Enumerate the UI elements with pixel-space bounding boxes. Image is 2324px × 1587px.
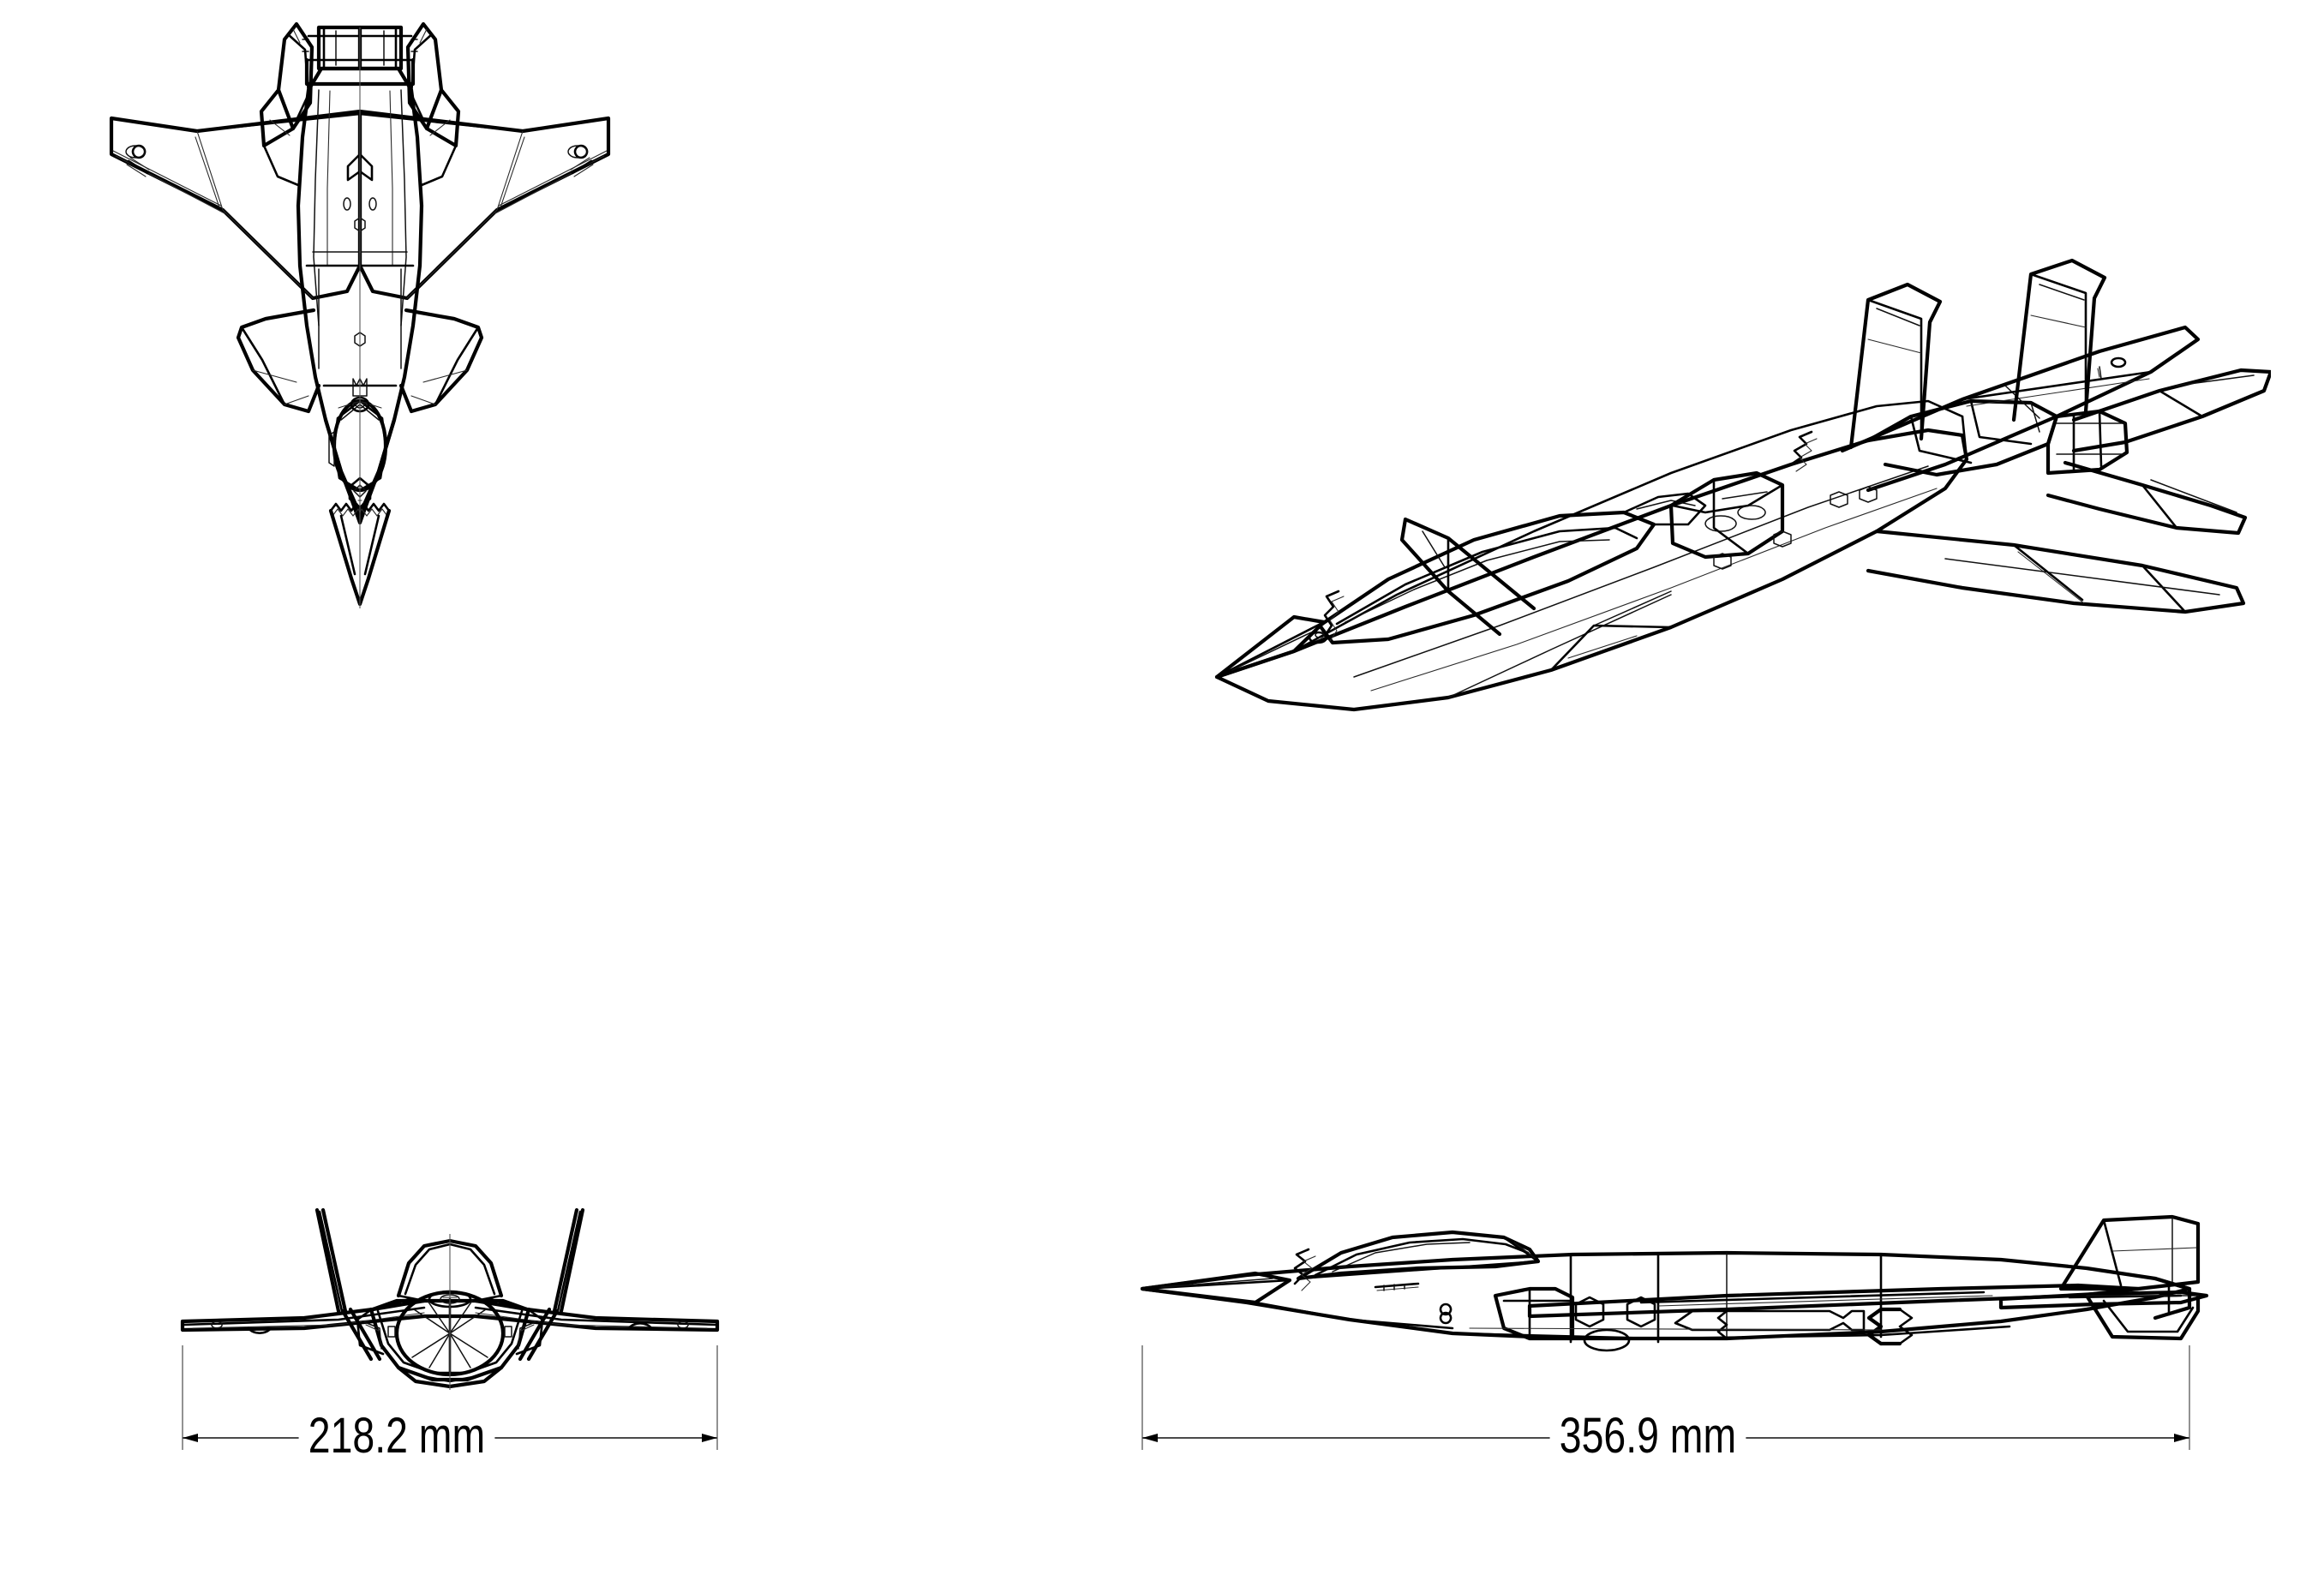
dimension-label-length: 356.9 mm bbox=[1549, 1407, 1746, 1464]
arrowhead-right bbox=[2174, 1434, 2189, 1442]
arrowhead-left bbox=[183, 1434, 198, 1442]
top-view bbox=[109, 21, 611, 608]
front-view bbox=[180, 1207, 720, 1390]
arrowhead-left bbox=[1142, 1434, 1158, 1442]
arrowhead-right bbox=[702, 1434, 717, 1442]
dimension-label-wingspan: 218.2 mm bbox=[298, 1407, 495, 1464]
isometric-view bbox=[1214, 258, 2271, 712]
side-view bbox=[1140, 1214, 2209, 1352]
